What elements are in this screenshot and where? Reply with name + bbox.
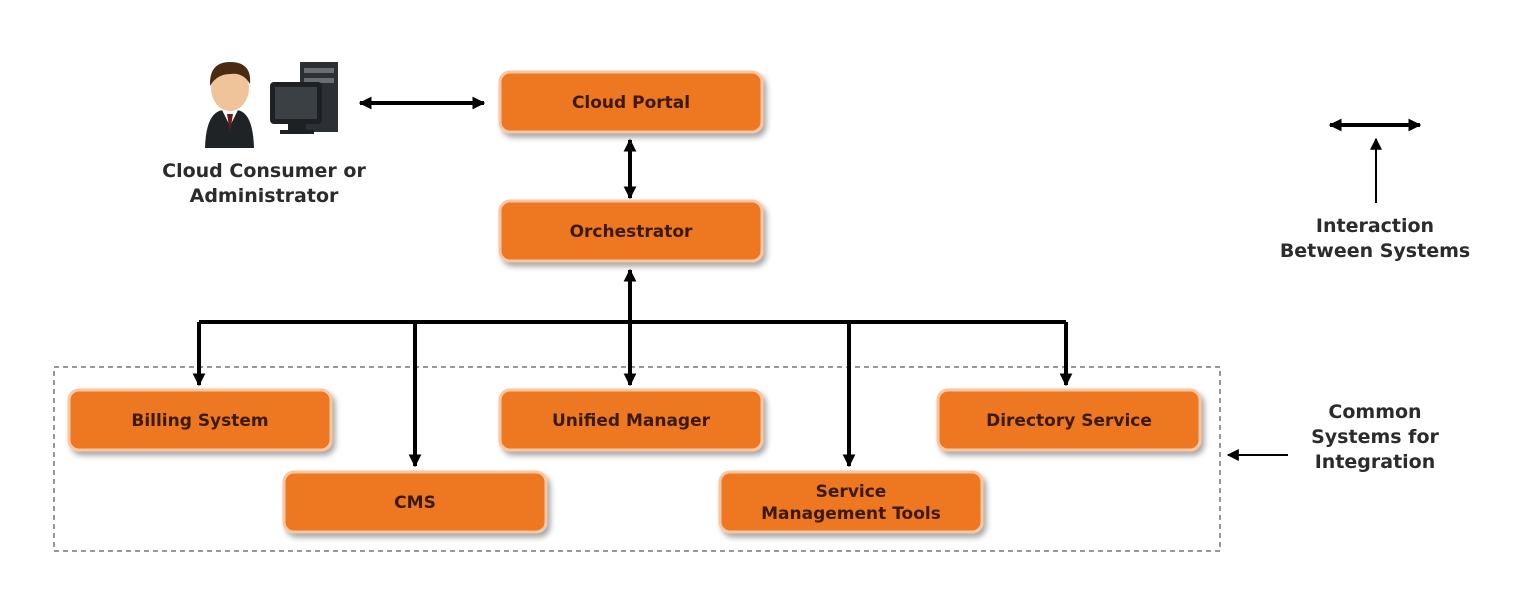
node-orchestrator-label: Orchestrator bbox=[570, 222, 693, 242]
legend-label-line2: Between Systems bbox=[1280, 240, 1470, 262]
node-unified-manager: Unified Manager bbox=[498, 388, 764, 452]
node-billing-system-label: Billing System bbox=[131, 411, 268, 431]
node-cms: CMS bbox=[282, 470, 548, 534]
node-unified-manager-label: Unified Manager bbox=[552, 411, 711, 431]
actor-label-line2: Administrator bbox=[190, 185, 339, 207]
node-directory-service: Directory Service bbox=[936, 388, 1202, 452]
node-billing-system: Billing System bbox=[67, 388, 333, 452]
node-cloud-portal: Cloud Portal bbox=[498, 70, 764, 134]
node-service-management-tools: Service Management Tools bbox=[718, 470, 984, 534]
computer-icon bbox=[270, 62, 338, 134]
actor-label-line1: Cloud Consumer or bbox=[162, 160, 366, 182]
person-icon bbox=[205, 62, 254, 148]
group-label-line1: Common bbox=[1328, 401, 1421, 423]
group-label-line2: Systems for bbox=[1311, 426, 1439, 448]
node-orchestrator: Orchestrator bbox=[498, 199, 764, 263]
node-service-mgmt-label-line1: Service bbox=[816, 482, 887, 502]
node-directory-service-label: Directory Service bbox=[986, 411, 1152, 431]
legend-label-line1: Interaction bbox=[1316, 215, 1434, 237]
group-label-line3: Integration bbox=[1315, 451, 1436, 473]
node-cms-label: CMS bbox=[394, 493, 436, 513]
node-cloud-portal-label: Cloud Portal bbox=[572, 93, 690, 113]
node-service-mgmt-label-line2: Management Tools bbox=[761, 504, 941, 524]
